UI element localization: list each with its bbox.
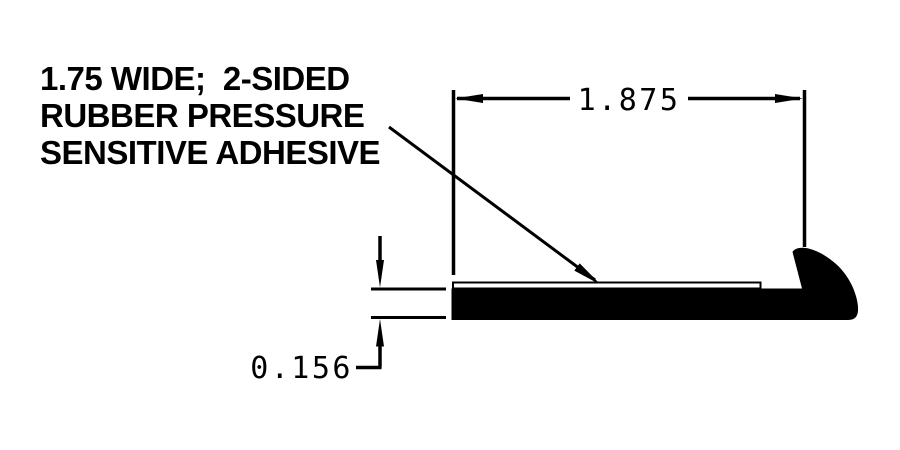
thickness-dimension-value: 0.156 [250,351,353,386]
note-line-2: RUBBER PRESSURE [40,97,364,134]
note: 1.75 WIDE; 2-SIDED RUBBER PRESSURE SENSI… [40,60,381,171]
note-line-1: 1.75 WIDE; 2-SIDED [40,60,350,97]
thickness-arrowhead-top [376,260,384,288]
note-line-3: SENSITIVE ADHESIVE [40,134,380,171]
extrusion-profile [451,247,859,320]
leader-arrowhead [574,263,601,285]
note-leader [388,125,601,285]
dim-arrowhead-right [775,94,803,103]
thickness-arrowhead-bottom [376,319,384,347]
width-dimension-value: 1.875 [578,83,681,118]
dim-arrowhead-left [455,94,483,103]
leader-line [388,125,596,282]
adhesive-strip [452,281,762,290]
width-dimension: 1.875 [451,83,807,275]
thickness-dimension: 0.156 [250,236,446,386]
